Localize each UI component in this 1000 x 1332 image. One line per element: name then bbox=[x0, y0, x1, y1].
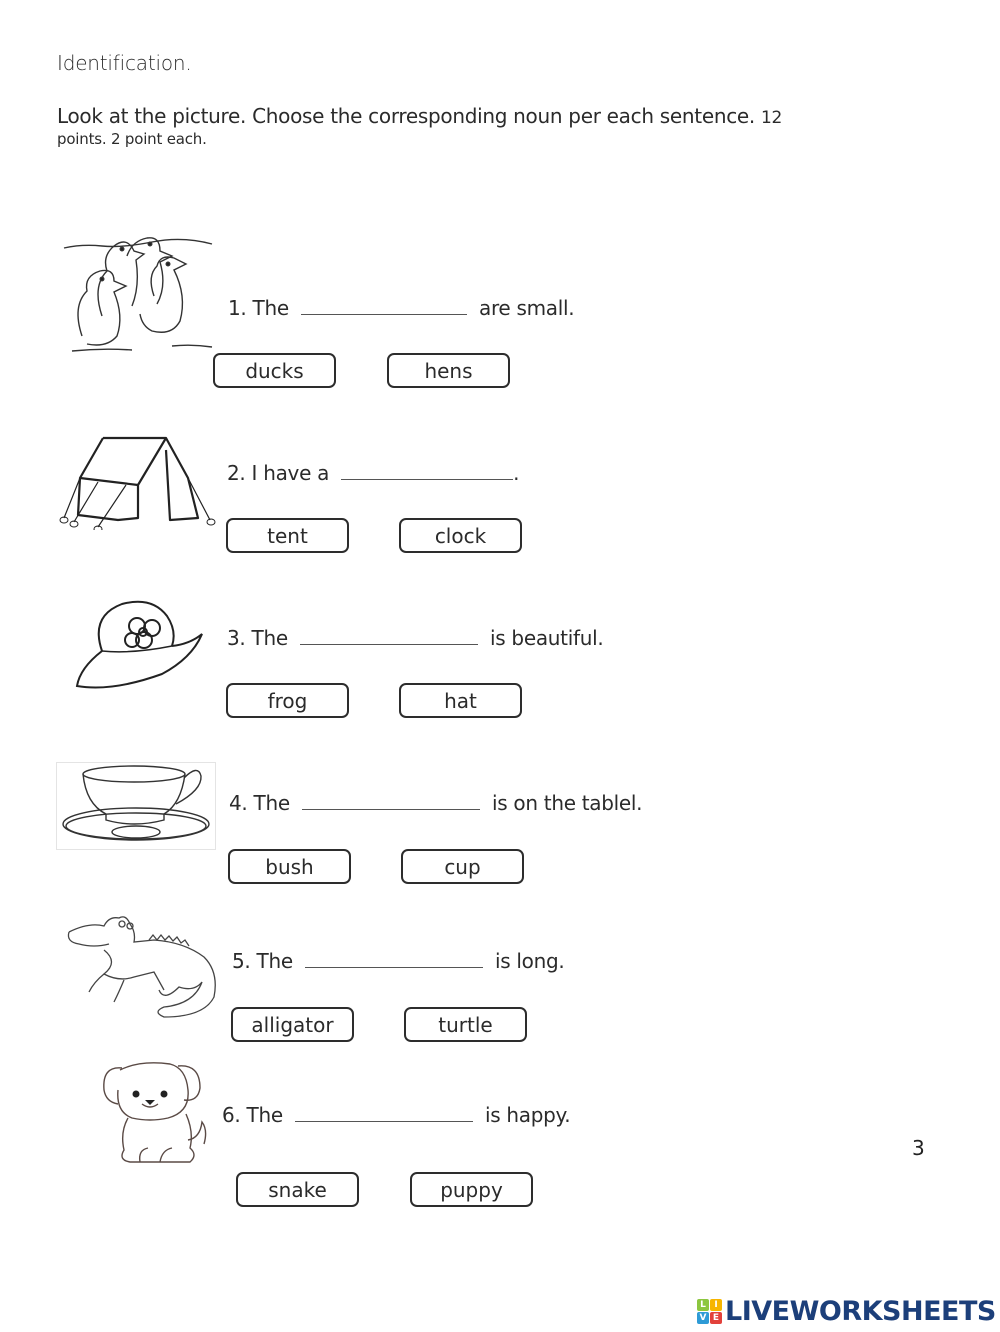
question-3-blank[interactable] bbox=[299, 643, 478, 645]
question-4-number: 4. bbox=[229, 791, 248, 815]
cup-picture bbox=[56, 762, 216, 850]
question-1-option-hens[interactable]: hens bbox=[387, 353, 510, 388]
logo-letter-l: L bbox=[697, 1299, 709, 1311]
ducks-picture bbox=[63, 237, 213, 352]
question-1-text-after: are small. bbox=[478, 296, 575, 320]
question-3-text-after: is beautiful. bbox=[489, 626, 604, 650]
question-4-option-bush[interactable]: bush bbox=[228, 849, 351, 884]
instructions-line-2: points. 2 point each. bbox=[57, 130, 207, 148]
question-2-option-clock[interactable]: clock bbox=[399, 518, 522, 553]
question-1-number: 1. bbox=[228, 296, 247, 320]
worksheet-title: Identification. bbox=[57, 51, 192, 75]
question-2-blank[interactable] bbox=[341, 478, 514, 480]
question-2-text-after: . bbox=[513, 461, 520, 485]
logo-letter-e: E bbox=[710, 1312, 722, 1324]
question-2-option-tent[interactable]: tent bbox=[226, 518, 349, 553]
question-3-option-hat[interactable]: hat bbox=[399, 683, 522, 718]
logo-letter-i: I bbox=[710, 1299, 722, 1311]
question-1-option-ducks[interactable]: ducks bbox=[213, 353, 336, 388]
question-6-option-puppy[interactable]: puppy bbox=[410, 1172, 533, 1207]
question-2-text-before: I have a bbox=[251, 461, 330, 485]
page-number: 3 bbox=[912, 1136, 925, 1160]
question-5-text-before: The bbox=[256, 949, 294, 973]
question-3-option-frog[interactable]: frog bbox=[226, 683, 349, 718]
question-4-blank[interactable] bbox=[301, 808, 480, 810]
question-6-number: 6. bbox=[222, 1103, 241, 1127]
question-5-text-after: is long. bbox=[494, 949, 565, 973]
question-5-sentence: 5. The is long. bbox=[232, 949, 565, 973]
instructions: Look at the picture. Choose the correspo… bbox=[57, 104, 782, 128]
question-1-sentence: 1. The are small. bbox=[228, 296, 575, 320]
question-4-text-after: is on the tablel. bbox=[491, 791, 643, 815]
question-4-sentence: 4. The is on the tablel. bbox=[229, 791, 643, 815]
question-4-option-cup[interactable]: cup bbox=[401, 849, 524, 884]
logo-text: LIVEWORKSHEETS bbox=[725, 1296, 996, 1327]
instructions-points: 12 bbox=[761, 108, 783, 128]
instructions-text: Look at the picture. Choose the correspo… bbox=[57, 104, 755, 128]
question-6-option-snake[interactable]: snake bbox=[236, 1172, 359, 1207]
puppy-picture bbox=[103, 1062, 207, 1163]
question-2-sentence: 2. I have a . bbox=[227, 461, 520, 485]
alligator-picture bbox=[67, 916, 216, 1018]
question-5-option-alligator[interactable]: alligator bbox=[231, 1007, 354, 1042]
question-5-number: 5. bbox=[232, 949, 251, 973]
question-6-sentence: 6. The is happy. bbox=[222, 1103, 571, 1127]
liveworksheets-logo: L I V E LIVEWORKSHEETS bbox=[697, 1296, 996, 1327]
question-1-blank[interactable] bbox=[300, 313, 467, 315]
question-5-blank[interactable] bbox=[304, 966, 483, 968]
question-2-number: 2. bbox=[227, 461, 246, 485]
question-3-number: 3. bbox=[227, 626, 246, 650]
question-3-text-before: The bbox=[251, 626, 289, 650]
question-1-text-before: The bbox=[252, 296, 290, 320]
question-6-blank[interactable] bbox=[294, 1120, 473, 1122]
logo-letter-v: V bbox=[697, 1312, 709, 1324]
tent-picture bbox=[59, 436, 216, 530]
logo-blocks-icon: L I V E bbox=[697, 1299, 722, 1324]
question-3-sentence: 3. The is beautiful. bbox=[227, 626, 604, 650]
question-6-text-before: The bbox=[246, 1103, 284, 1127]
hat-picture bbox=[75, 600, 203, 689]
question-6-text-after: is happy. bbox=[484, 1103, 571, 1127]
question-5-option-turtle[interactable]: turtle bbox=[404, 1007, 527, 1042]
question-4-text-before: The bbox=[253, 791, 291, 815]
